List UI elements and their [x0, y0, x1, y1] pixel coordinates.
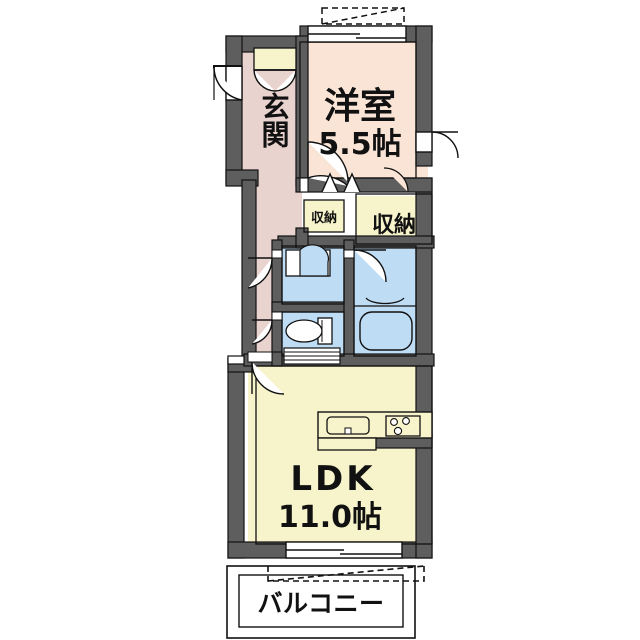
closet-small-label: 収納 — [311, 210, 337, 226]
burner-1 — [390, 418, 398, 426]
genkan-label: 玄関 — [258, 91, 291, 148]
room-labels: 玄関 洋室 5.5帖 収納 収納 LDK 11.0帖 — [258, 86, 417, 535]
bedroom-size-label: 5.5帖 — [318, 127, 401, 162]
ldk-fill — [248, 360, 430, 556]
balcony-eave-diagonal — [267, 565, 425, 582]
bathtub-fixture — [354, 297, 416, 351]
bedroom-name-label: 洋室 — [324, 86, 396, 127]
ldk-size-label: 11.0帖 — [278, 500, 382, 535]
shoe-cabinet-top — [253, 47, 297, 71]
genkan-door-swing-left — [253, 69, 276, 92]
burner-2 — [402, 417, 410, 425]
closet-large-label: 収納 — [372, 212, 416, 238]
doors — [213, 47, 459, 395]
kitchen-counter-front — [317, 437, 377, 451]
closet-small-folding-door — [321, 172, 339, 193]
toilet-bowl — [285, 319, 323, 343]
wash-basin-bowl — [299, 244, 330, 277]
genkan-door-swing-right — [274, 69, 297, 92]
bedroom-window-eave — [321, 7, 405, 25]
sink-drain — [344, 427, 352, 435]
windows — [225, 7, 433, 559]
balcony-eave-dashed — [267, 566, 425, 582]
balcony-area: バルコニー — [226, 565, 425, 639]
fixtures — [283, 244, 433, 451]
kitchen-counter — [317, 411, 433, 451]
balcony-label: バルコニー — [257, 589, 384, 618]
bath-basin-curve — [365, 297, 405, 305]
burner-3 — [393, 426, 403, 436]
bathtub — [359, 311, 413, 351]
closet-large-folding-door — [343, 172, 361, 193]
ldk-name-label: LDK — [290, 459, 375, 499]
toilet-fixture — [285, 317, 333, 345]
shoe-cabinet — [283, 347, 341, 365]
closet-small-fill — [304, 200, 344, 232]
bedroom-side-door-swing — [431, 131, 459, 159]
balcony-inner-outline — [238, 574, 404, 628]
bedroom-side-window — [415, 131, 433, 153]
closet-large-door-swing — [383, 167, 409, 193]
washroom-door-swing — [247, 257, 273, 289]
ldk-left-opening — [227, 355, 245, 365]
toilet-door-swing — [251, 319, 273, 345]
bedroom-fill — [300, 36, 428, 186]
